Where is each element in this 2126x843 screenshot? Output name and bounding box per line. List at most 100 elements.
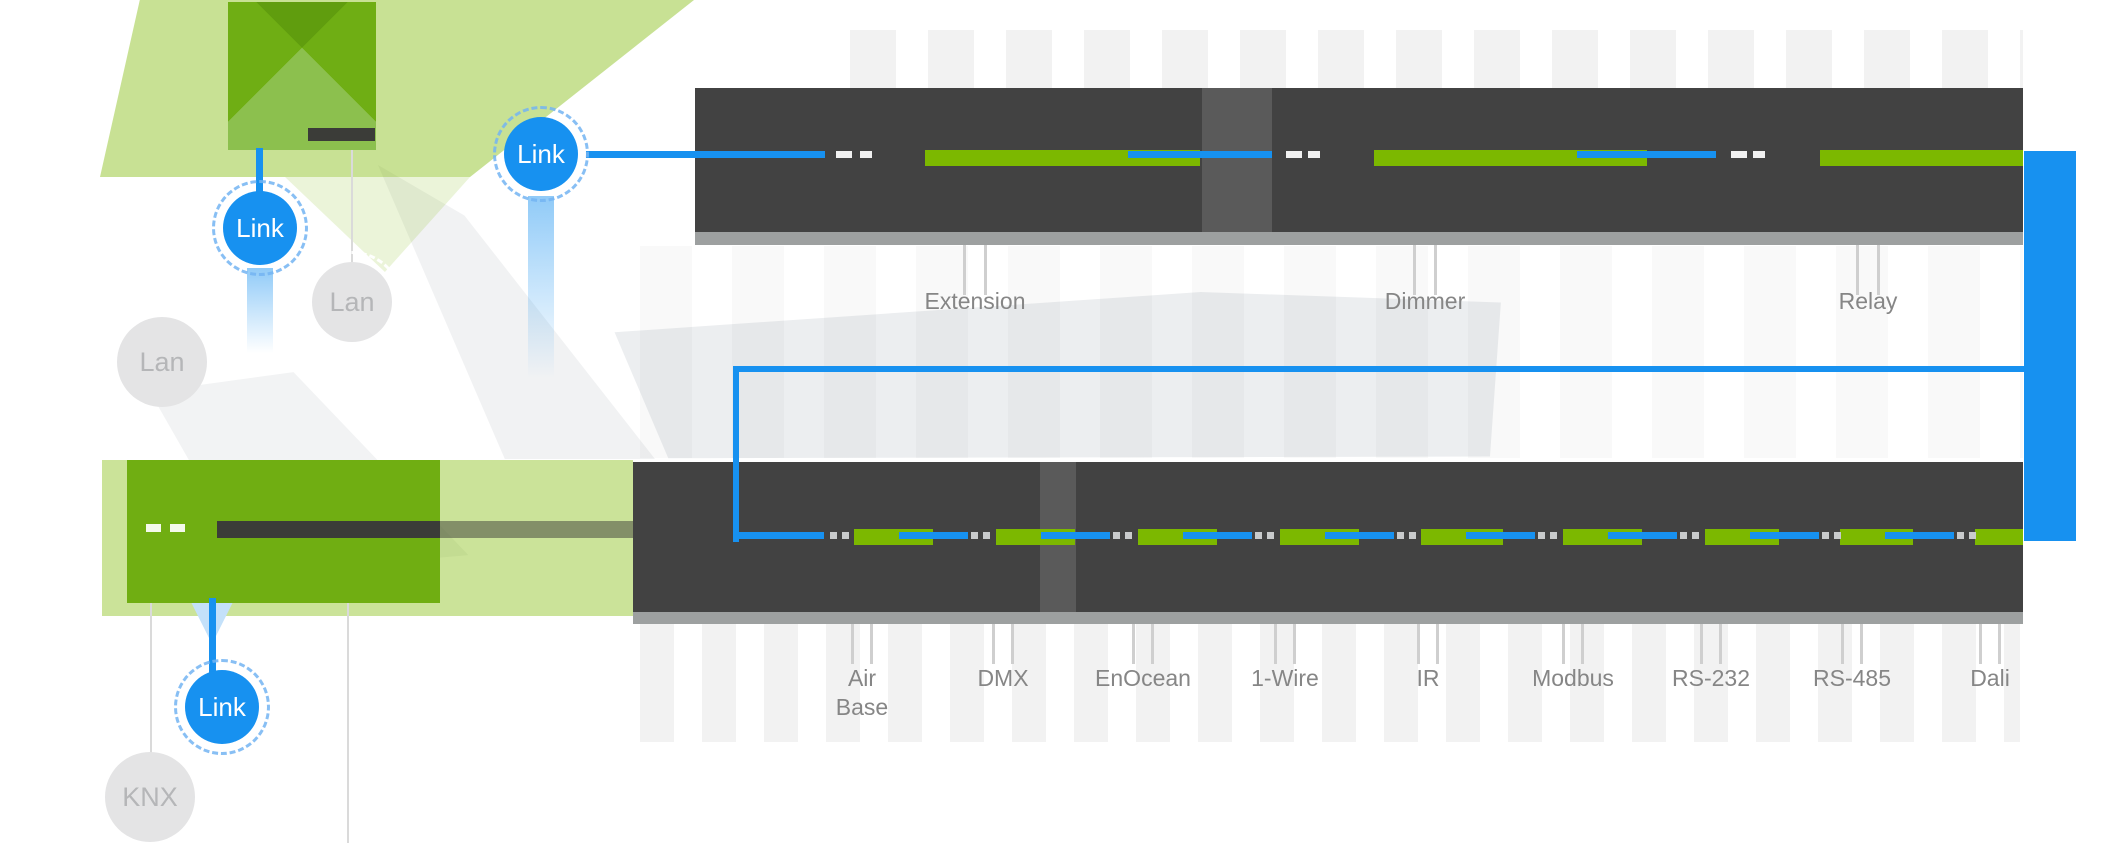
- device-dash: [146, 524, 161, 532]
- link-bus-segment: [586, 151, 825, 158]
- link-bus-segment: [1466, 532, 1535, 539]
- bus-dash: [1834, 532, 1841, 539]
- miniserver-icon: [228, 2, 376, 150]
- rail-leg: [1293, 622, 1296, 664]
- bus-dash: [971, 532, 978, 539]
- link-bus-segment: [899, 532, 968, 539]
- dashed-ring: [174, 659, 270, 755]
- bus-dash: [836, 151, 852, 158]
- link-bus-segment: [735, 532, 824, 539]
- green-module-stripe: [1820, 150, 2023, 166]
- device-slot: [217, 521, 440, 538]
- rail-leg: [1417, 622, 1420, 664]
- link-bus-segment: [1183, 532, 1252, 539]
- link-trail-mid: [528, 196, 554, 378]
- bus-dash: [860, 151, 872, 158]
- link-line-device: [209, 598, 216, 674]
- rail-leg: [1562, 622, 1565, 664]
- lan-lower-node: Lan: [117, 317, 207, 407]
- bus-dash: [1969, 532, 1976, 539]
- texture-between-rails: [640, 246, 2023, 458]
- link-loop-horizontal: [733, 366, 2024, 372]
- bus-dash: [1255, 532, 1262, 539]
- link-bus-segment: [1577, 151, 1716, 158]
- node-label: Lan: [139, 346, 185, 377]
- rail-leg: [1581, 622, 1584, 664]
- bus-dash: [1822, 532, 1829, 539]
- link-bottom-node: Link: [174, 659, 270, 755]
- bus-dash: [1308, 151, 1320, 158]
- rail-leg: [1151, 622, 1154, 664]
- bus-dash: [842, 532, 849, 539]
- rail-leg: [1841, 622, 1844, 664]
- rail-leg: [1856, 245, 1859, 295]
- module-rail-base: [633, 612, 2023, 624]
- bus-dash: [1125, 532, 1132, 539]
- rail-leg: [1132, 622, 1135, 664]
- rail-leg: [1719, 622, 1722, 664]
- module-label: 1-Wire: [1251, 665, 1319, 691]
- rail-leg: [1011, 622, 1014, 664]
- link-loop-vertical: [733, 366, 739, 542]
- link-terminator-bar: [2024, 151, 2076, 541]
- rail-leg: [851, 622, 854, 664]
- rail-leg: [1434, 245, 1437, 295]
- bus-dash: [1113, 532, 1120, 539]
- dashed-ring: [301, 251, 403, 353]
- module-label: Air Base: [835, 665, 889, 720]
- rail-leg: [963, 245, 966, 295]
- rail-leg: [1877, 245, 1880, 295]
- rail-leg: [1860, 622, 1863, 664]
- knx-line-device: [150, 603, 152, 753]
- bus-dash: [830, 532, 837, 539]
- rail-leg: [992, 622, 995, 664]
- knx-node: KNX: [105, 752, 195, 842]
- link-bus-segment: [1608, 532, 1677, 539]
- rail-leg: [1700, 622, 1703, 664]
- rail-leg: [1998, 622, 2001, 664]
- bus-dash: [1731, 151, 1747, 158]
- bus-dash: [1409, 532, 1416, 539]
- module-label: DMX: [977, 665, 1029, 691]
- device-slot-faded: [440, 521, 633, 538]
- lan-upper-node: Lan: [301, 251, 403, 353]
- module-label: EnOcean: [1095, 665, 1191, 691]
- module-label: Dali: [1970, 665, 2010, 691]
- bus-dash: [1550, 532, 1557, 539]
- link-trail-top: [247, 268, 273, 353]
- bus-dash: [1397, 532, 1404, 539]
- bus-dash: [1753, 151, 1765, 158]
- rail-leg: [1274, 622, 1277, 664]
- bus-dash: [1692, 532, 1699, 539]
- extension-rail-joint: [1202, 88, 1272, 232]
- bus-dash: [1680, 532, 1687, 539]
- rail-leg: [1413, 245, 1416, 295]
- device-dash: [170, 524, 185, 532]
- link-bus-segment: [1325, 532, 1394, 539]
- node-label: KNX: [122, 781, 178, 812]
- link-top-node: Link: [212, 180, 308, 276]
- rail-leg: [984, 245, 987, 295]
- link-bus-segment: [1128, 151, 1272, 158]
- drop-line-device: [347, 603, 349, 843]
- bus-dash: [1267, 532, 1274, 539]
- extension-rail: [695, 88, 2023, 232]
- extension-label: Extension: [924, 288, 1026, 314]
- bus-dash: [983, 532, 990, 539]
- link-bus-segment: [1750, 532, 1819, 539]
- link-bus-segment: [1041, 532, 1110, 539]
- module-label: IR: [1416, 665, 1440, 691]
- link-line-miniserver: [256, 148, 263, 194]
- module-label: Modbus: [1532, 665, 1614, 691]
- rail-leg: [1436, 622, 1439, 664]
- module-label: RS-232: [1672, 665, 1750, 691]
- bus-dash: [1286, 151, 1302, 158]
- dashed-ring: [493, 106, 589, 202]
- texture-above-top-rail: [850, 30, 2023, 88]
- bus-dash: [1957, 532, 1964, 539]
- lan-line-miniserver: [351, 150, 353, 265]
- module-label: RS-485: [1813, 665, 1891, 691]
- miniserver-slot: [308, 128, 375, 141]
- dashed-ring: [212, 180, 308, 276]
